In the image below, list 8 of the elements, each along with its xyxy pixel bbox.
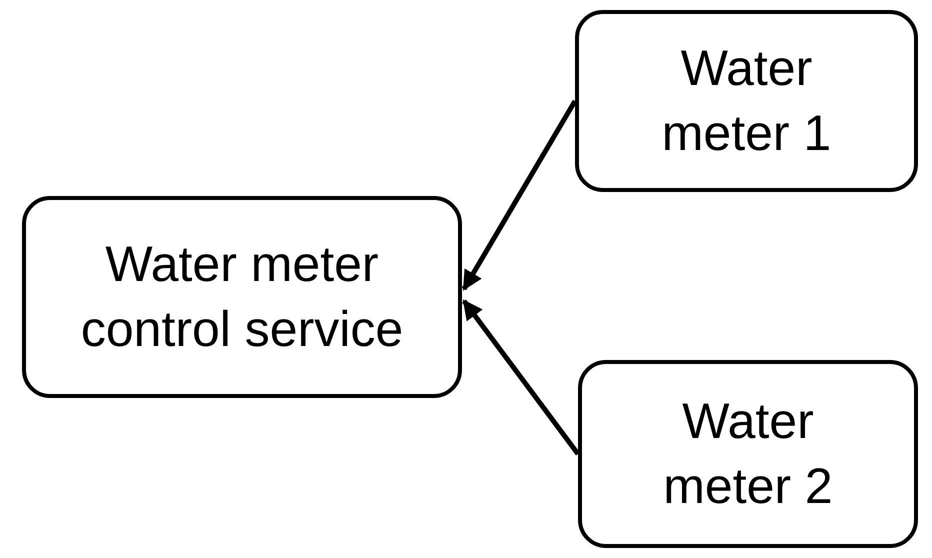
process-box <box>22 196 462 398</box>
box-label: Water meter control service <box>80 235 404 359</box>
box-label: Water meter 1 <box>660 39 832 163</box>
arrow <box>462 100 578 291</box>
box-label: Water meter 2 <box>662 392 834 516</box>
process-box <box>575 10 918 192</box>
arrow <box>462 299 580 456</box>
process-box <box>578 360 918 548</box>
